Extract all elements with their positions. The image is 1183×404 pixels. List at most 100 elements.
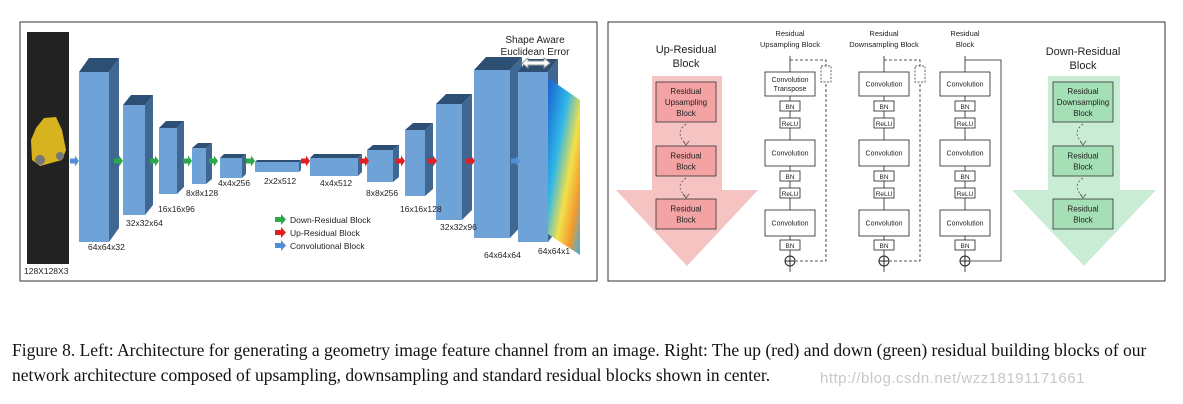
figure-caption: Figure 8. Left: Architecture for generat… (12, 340, 1147, 385)
legend-up-label: Up-Residual Block (290, 228, 361, 238)
column-3-bn-label-1: BN (960, 104, 969, 111)
connection-arrow-1 (70, 155, 79, 167)
connection-arrow-9 (396, 155, 405, 167)
column-1-title-line1: Residual (775, 29, 805, 38)
legend-up-arrow-icon (275, 227, 286, 238)
up-box-1-line-1: Residual (670, 87, 701, 96)
column-3-conv-label-3: Convolution (947, 151, 984, 158)
column-2-relu-label-5: ReLU (876, 191, 893, 198)
column-3-relu-label-2: ReLU (957, 121, 974, 128)
layer-block-11 (474, 57, 522, 238)
up-connector-arrowhead-1 (682, 140, 690, 146)
layer-block-3 (159, 121, 184, 194)
up-box-2-line-1: Residual (670, 152, 701, 161)
figure-8: Shape Aware Euclidean Error Down-Residua… (19, 21, 1166, 282)
connection-arrow-7 (301, 155, 310, 167)
residual-column-3: ResidualBlockConvolutionBNReLUConvolutio… (939, 29, 1002, 272)
connection-arrow-5 (209, 155, 218, 167)
down-box-2-line-2: Block (1073, 163, 1094, 172)
column-1-bn-label-4: BN (785, 174, 794, 181)
down-box-1-line-1: Residual (1067, 87, 1098, 96)
up-box-3-line-1: Residual (670, 205, 701, 214)
column-2-title-line2: Downsampling Block (849, 40, 919, 49)
column-2-layer-4 (858, 139, 910, 167)
column-3-layer-7 (939, 209, 991, 237)
column-3-bn-label-7: BN (960, 243, 969, 250)
down-box-3-line-1: Residual (1067, 205, 1098, 214)
car-icon (31, 117, 66, 166)
column-1-conv1-label2: Transpose (774, 86, 807, 93)
down-connector-arrowhead-2 (1079, 193, 1087, 199)
layer-label-8: 8x8x256 (366, 188, 398, 198)
column-1-relu-label-5: ReLU (782, 191, 799, 198)
connection-arrow-12 (511, 155, 520, 167)
layer-label-5: 4x4x256 (218, 178, 250, 188)
layer-block-8 (367, 145, 399, 182)
layer-label-3: 16x16x96 (158, 204, 195, 214)
column-1-bn-label-7: BN (785, 243, 794, 250)
column-2-plus-icon (879, 256, 889, 266)
column-1-conv-label-6: Convolution (772, 221, 809, 228)
layer-label-4: 8x8x128 (186, 188, 218, 198)
up-residual-boxes: ResidualUpsamplingBlockResidualBlockResi… (655, 81, 717, 230)
column-3-title-line1: Residual (950, 29, 980, 38)
layer-label-0: 128X128X3 (24, 266, 69, 276)
layer-label-11: 64x64x64 (484, 250, 521, 260)
legend-down-arrow-icon (275, 214, 286, 225)
watermark: http://blog.csdn.net/wzz18191171661 (820, 370, 1085, 387)
column-2-skip-connection (884, 59, 921, 262)
legend-conv-label: Convolutional Block (290, 241, 365, 251)
column-2-bn-label-7: BN (879, 243, 888, 250)
up-connector-arrowhead-2 (682, 193, 690, 199)
column-1-title-line2: Upsampling Block (760, 40, 820, 49)
column-2-conv-label-6: Convolution (866, 221, 903, 228)
layer-block-6 (255, 160, 301, 172)
layer-label-12: 64x64x1 (538, 246, 570, 256)
column-3-layer-4 (939, 139, 991, 167)
layer-blocks (79, 57, 558, 242)
layer-block-5 (220, 154, 246, 178)
column-1-relu-label-2: ReLU (782, 121, 799, 128)
connection-arrow-8 (360, 155, 369, 167)
layer-label-10: 32x32x96 (440, 222, 477, 232)
down-box-2-line-1: Residual (1067, 152, 1098, 161)
connection-arrow-6 (246, 155, 255, 167)
column-1-conv1-label: Convolution (772, 77, 809, 84)
column-1-plus-icon (785, 256, 795, 266)
column-2-conv-label-3: Convolution (866, 151, 903, 158)
legend-down-label: Down-Residual Block (290, 215, 372, 225)
column-2-conv1-label: Convolution (866, 82, 903, 89)
down-box-1-line-2: Downsampling (1057, 98, 1109, 107)
output-heatmap (548, 78, 580, 255)
column-2-relu-label-2: ReLU (876, 121, 893, 128)
connection-arrows (70, 155, 520, 167)
column-1-bn-label-1: BN (785, 104, 794, 111)
column-3-conv-label-6: Convolution (947, 221, 984, 228)
layer-label-2: 32x32x64 (126, 218, 163, 228)
layer-label-7: 4x4x512 (320, 178, 352, 188)
column-3-title-line2: Block (956, 40, 975, 49)
column-3-relu-label-5: ReLU (957, 191, 974, 198)
column-3-skip-connection (965, 59, 1002, 262)
column-2-title-line1: Residual (869, 29, 899, 38)
column-2-skip-box (914, 65, 926, 83)
up-box-1-line-3: Block (676, 109, 697, 118)
up-box-1-line-2: Upsampling (665, 98, 707, 107)
up-title-line2: Block (673, 58, 700, 70)
layer-block-2 (123, 95, 153, 215)
connection-arrow-3 (150, 155, 159, 167)
column-3-conv1-label: Convolution (947, 82, 984, 89)
up-title-line1: Up-Residual (656, 44, 717, 56)
up-box-3-line-2: Block (676, 216, 697, 225)
error-title-line1: Shape Aware (505, 35, 565, 46)
down-box-1-line-3: Block (1073, 109, 1094, 118)
column-3-layer-1 (939, 71, 991, 97)
